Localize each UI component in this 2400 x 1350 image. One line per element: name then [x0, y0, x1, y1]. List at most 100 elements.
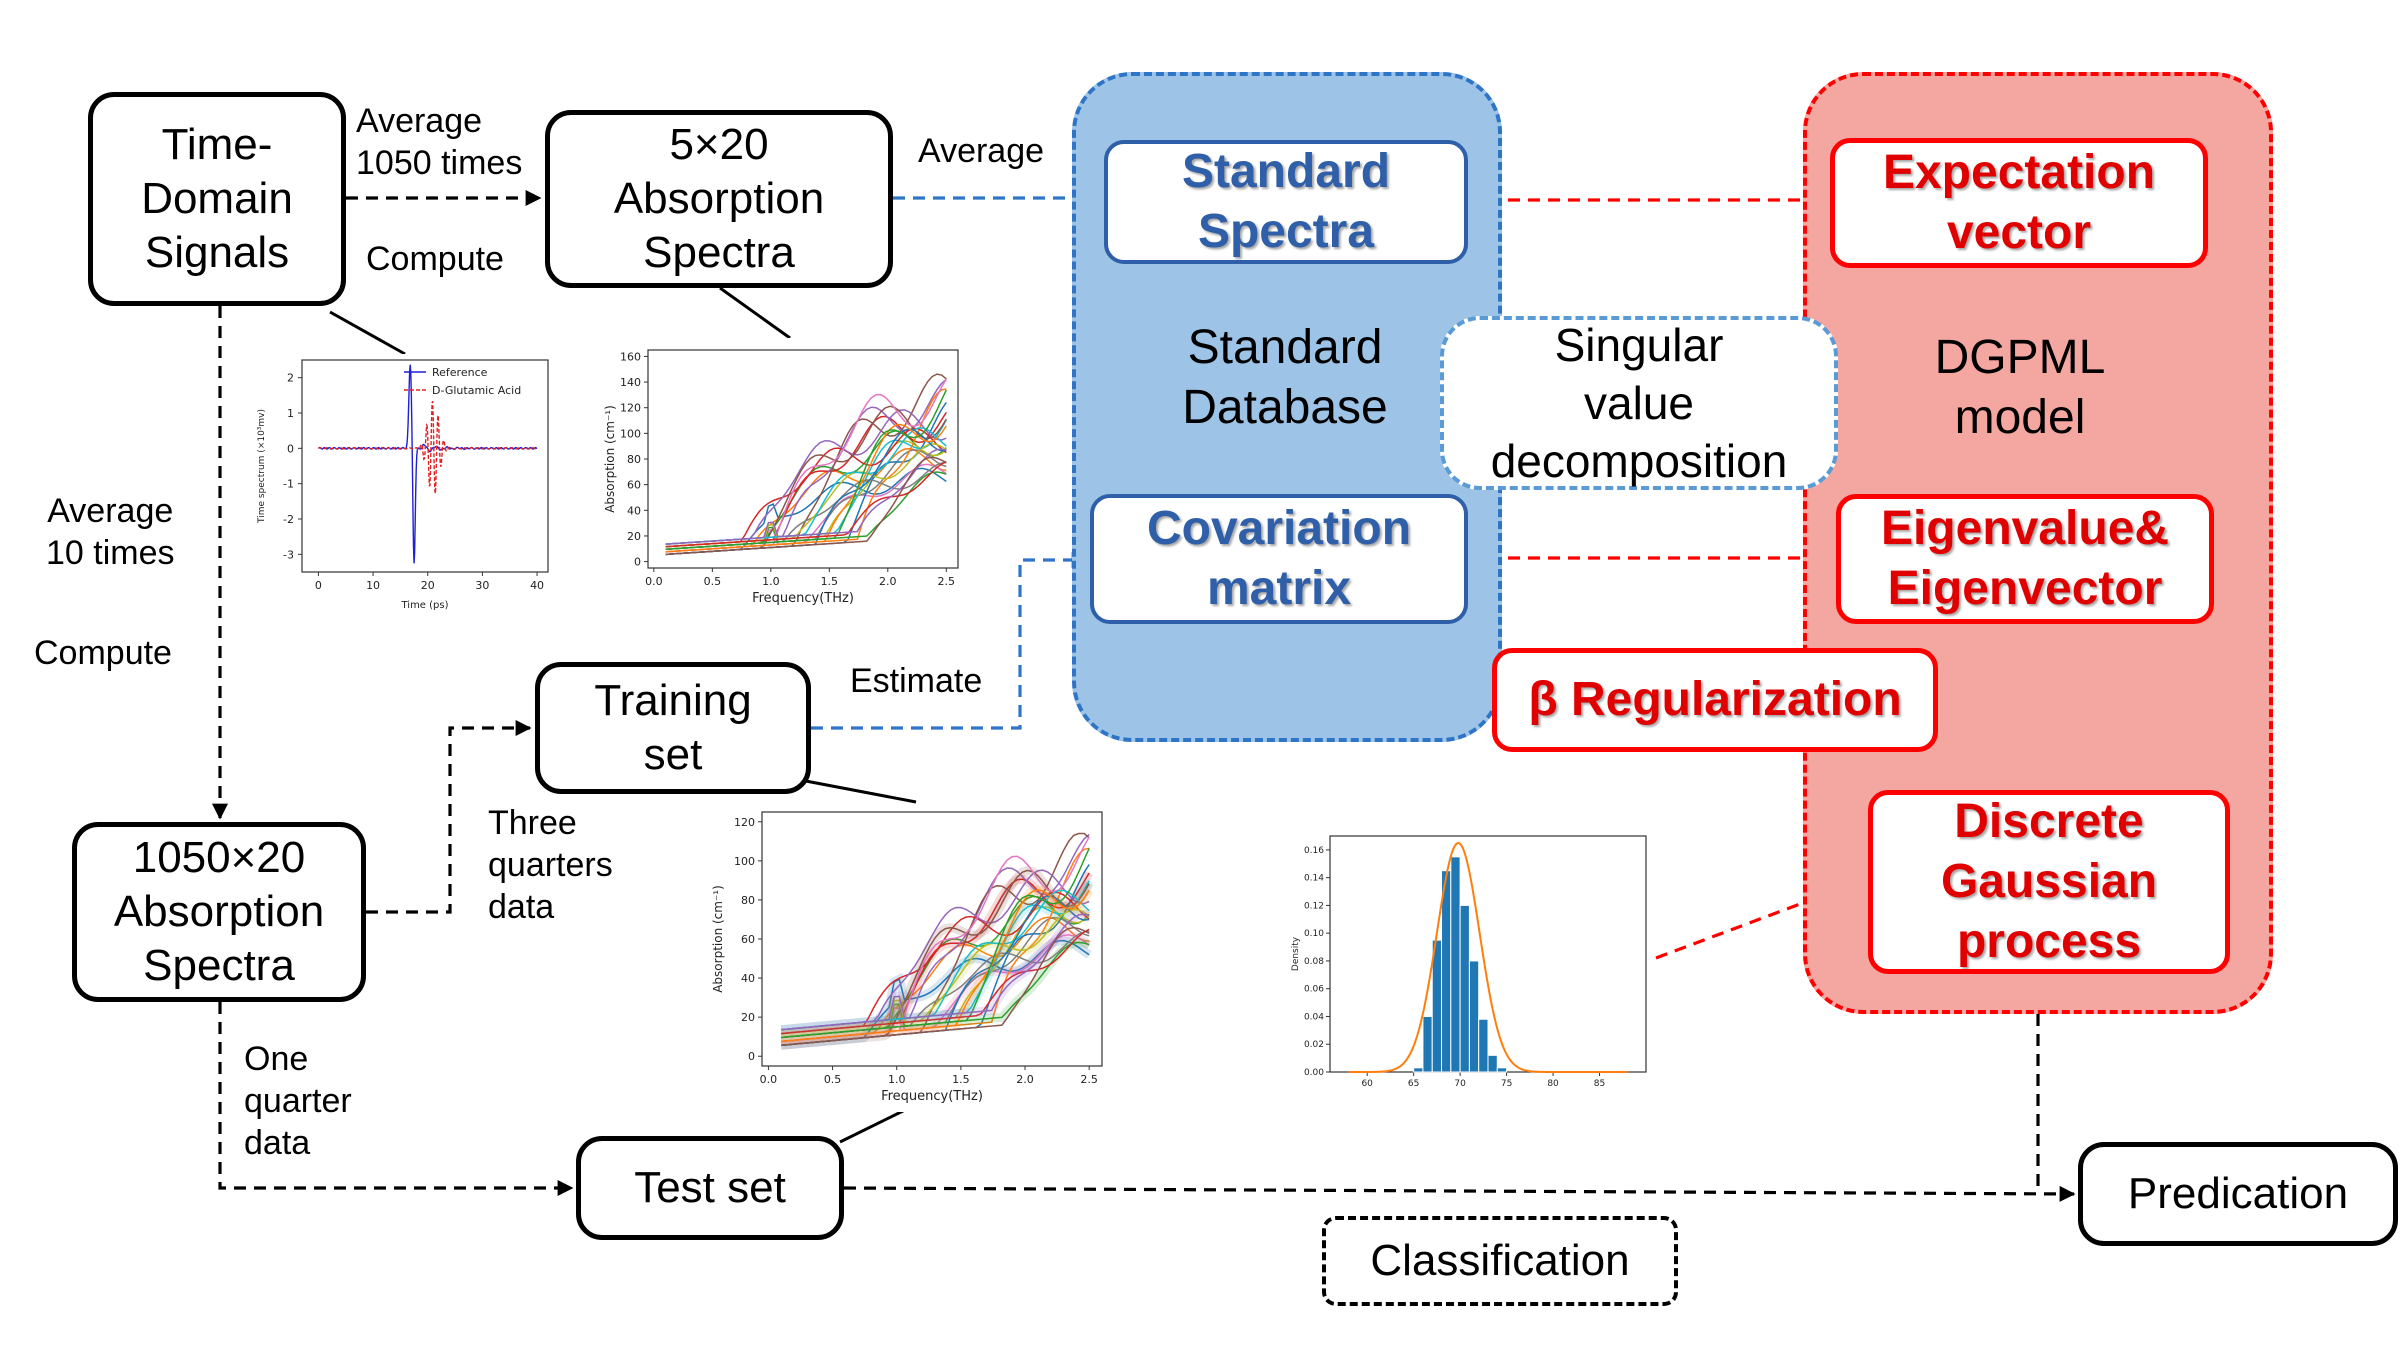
spectrum-line: [665, 440, 947, 548]
density-ytick-label: 0.00: [1304, 1068, 1324, 1078]
density-xtick-label: 75: [1501, 1079, 1512, 1089]
leader-abs-inset: [719, 286, 791, 340]
spectra-ytick-label: 100: [620, 427, 641, 440]
time-domain-signals-node: Time- Domain Signals: [88, 92, 346, 306]
density-xtick-label: 65: [1408, 1079, 1419, 1089]
density-ytick-label: 0.04: [1304, 1012, 1324, 1022]
time-ytick-label: 2: [287, 372, 294, 385]
leader-time-inset: [329, 310, 406, 356]
time-plot-frame: [301, 359, 549, 573]
one-quarter-label: One quarter data: [244, 1040, 352, 1162]
spectrum-line: [665, 461, 947, 548]
beta-regularization-node: β Regularization: [1492, 648, 1938, 752]
test-set-node: Test set: [576, 1136, 844, 1240]
legend-glutamic-text: D-Glutamic Acid: [432, 384, 521, 397]
expectation-vector-node: Expectation vector: [1830, 138, 2208, 268]
spectra-ytick-label: 0: [748, 1050, 755, 1063]
average-top-label: Average: [918, 132, 1045, 170]
histogram-bar: [1422, 1015, 1433, 1073]
leader-test-inset: [839, 1108, 906, 1144]
density-xtick-label: 70: [1454, 1079, 1466, 1089]
spectrum-line: [781, 926, 1090, 1047]
density-ytick-label: 0.10: [1304, 929, 1324, 939]
three-quarters-label: Three quarters data: [488, 804, 613, 926]
absorption-spectra-5x20-node: 5×20 Absorption Spectra: [545, 110, 893, 288]
spectra-xlabel: Frequency(THz): [881, 1089, 983, 1104]
time-xlabel: Time (ps): [400, 600, 448, 611]
density-ytick-label: 0.06: [1304, 985, 1324, 995]
spectrum-line: [781, 913, 1090, 1031]
wire-1050-to-training: [366, 720, 532, 914]
spectra-xtick-label: 2.0: [879, 575, 897, 588]
spectra-ytick-label: 20: [741, 1011, 755, 1024]
time-ytick-label: -1: [283, 478, 294, 491]
density-curve: [1348, 841, 1628, 1073]
spectra-xtick-label: 1.5: [952, 1073, 970, 1086]
histogram-bar: [1487, 1054, 1498, 1073]
time-ytick-label: 0: [287, 442, 294, 455]
spectra-xtick-label: 0.0: [760, 1073, 778, 1086]
spectra-ytick-label: 100: [734, 855, 755, 868]
spectra-ytick-label: 120: [734, 816, 755, 829]
wire-1050-to-test: [218, 1002, 574, 1196]
density-ytick-label: 0.12: [1304, 901, 1324, 911]
spectra-ytick-label: 160: [620, 350, 641, 363]
time-ytick-label: 1: [287, 407, 294, 420]
spectrum-line: [781, 889, 1090, 1043]
training-set-node: Training set: [535, 662, 811, 794]
spectra-xtick-label: 1.0: [762, 575, 780, 588]
spectra-xtick-label: 2.5: [1080, 1073, 1098, 1086]
spectra-xlabel: Frequency(THz): [752, 591, 854, 606]
time-ytick-label: -2: [283, 513, 294, 526]
svd-node: Singular value decomposition: [1440, 316, 1838, 490]
covariation-matrix-node: Covariation matrix: [1090, 494, 1468, 624]
spectra-ytick-label: 60: [741, 933, 755, 946]
dgpml-model-label: DGPML model: [1934, 331, 2106, 444]
time-ylabel: Time spectrum (×10³mv): [257, 409, 267, 524]
density-xtick-label: 80: [1547, 1079, 1559, 1089]
time-xtick-label: 0: [315, 579, 322, 592]
predication-node: Predication: [2078, 1142, 2398, 1246]
spectrum-line: [665, 423, 947, 553]
leader-training-inset: [789, 776, 917, 804]
wire-test-to-predication: [843, 1185, 2076, 1202]
spectra-ytick-label: 80: [627, 453, 641, 466]
compute-top-label: Compute: [366, 240, 504, 278]
density-xtick-label: 85: [1594, 1079, 1605, 1089]
time-xtick-label: 30: [475, 579, 489, 592]
spectra-xtick-label: 0.5: [704, 575, 722, 588]
spectrum-line: [665, 448, 947, 545]
spectra-ytick-label: 40: [741, 972, 755, 985]
density-ytick-label: 0.14: [1304, 874, 1324, 884]
eigenvalue-eigenvector-node: Eigenvalue& Eigenvector: [1836, 494, 2214, 624]
spectra-xtick-label: 2.0: [1016, 1073, 1033, 1086]
density-ytick-label: 0.02: [1304, 1040, 1324, 1050]
density-ytick-label: 0.08: [1304, 957, 1324, 967]
histogram-bar: [1450, 856, 1461, 1073]
spectra-xtick-label: 0.5: [824, 1073, 842, 1086]
spectra-ytick-label: 40: [627, 504, 641, 517]
spectrum-line: [781, 848, 1090, 1039]
glutamic-series: [318, 400, 538, 494]
compute-left-label: Compute: [34, 634, 172, 672]
spectra-ytick-label: 60: [627, 479, 641, 492]
spectrum-line: [665, 389, 947, 551]
spectra-xtick-label: 1.0: [888, 1073, 906, 1086]
discrete-gaussian-process-node: Discrete Gaussian process: [1868, 790, 2230, 974]
estimate-label: Estimate: [850, 662, 983, 700]
histogram-bar: [1459, 904, 1470, 1073]
histogram-bar: [1496, 1067, 1508, 1073]
spectra-xtick-label: 1.5: [821, 575, 839, 588]
time-xtick-label: 10: [366, 579, 380, 592]
classification-label-box: Classification: [1322, 1216, 1678, 1306]
density-xtick-label: 60: [1361, 1079, 1373, 1089]
average-1050-label: Average 1050 times: [356, 102, 523, 182]
spectra-xtick-label: 2.5: [938, 575, 956, 588]
legend-reference-text: Reference: [432, 366, 488, 379]
